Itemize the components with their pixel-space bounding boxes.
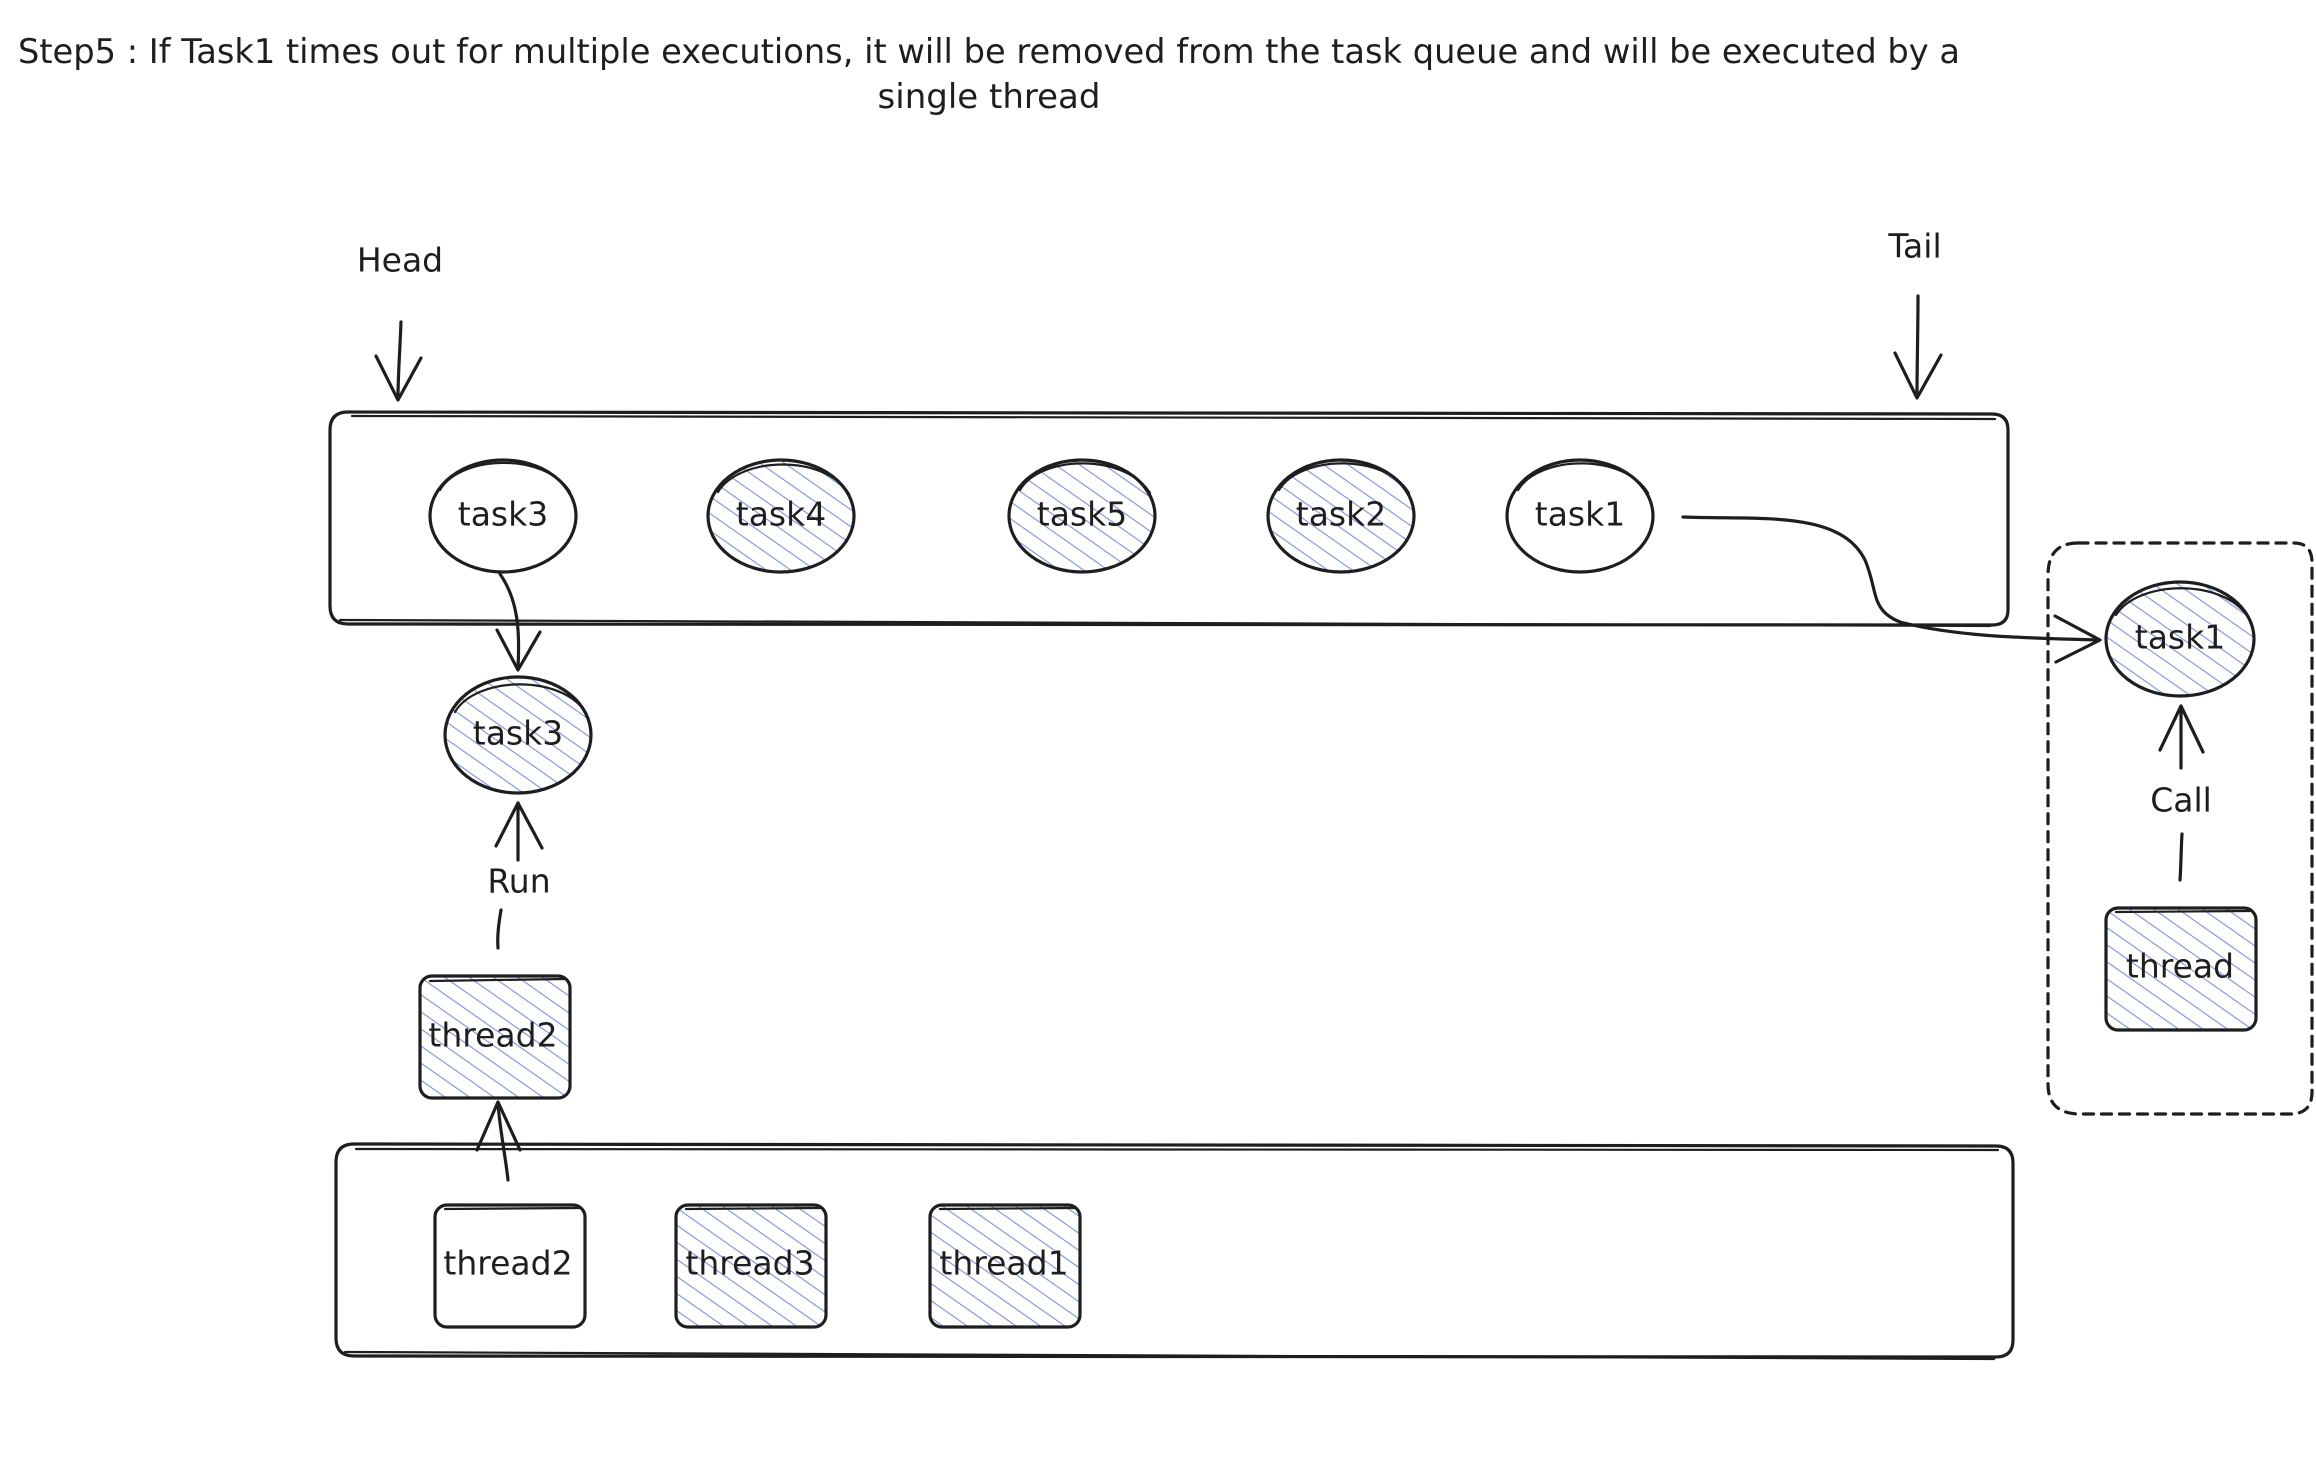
queue-task-5: task1 (1505, 458, 1655, 574)
dequeue-arrow (495, 572, 542, 672)
pool-thread-3-label: thread1 (939, 1244, 1068, 1283)
isolated-task: task1 (2104, 580, 2256, 698)
caption-line-2: single thread (878, 77, 1101, 117)
queue-task-4-label: task2 (1296, 495, 1386, 534)
head-label: Head (357, 241, 443, 280)
task-queue (328, 410, 2010, 628)
isolated-thread: thread (2104, 906, 2258, 1032)
tail-label: Tail (1887, 227, 1941, 266)
thread-pool (334, 1142, 2015, 1361)
running-task-label: task3 (473, 714, 563, 753)
isolated-execution-area (2046, 541, 2314, 1116)
call-arrow (2158, 704, 2205, 882)
running-thread: thread2 (418, 974, 572, 1100)
caption-line-1: Step5 : If Task1 times out for multiple … (18, 32, 1960, 72)
pool-thread-1: thread2 (433, 1203, 587, 1329)
queue-task-2-label: task4 (736, 495, 826, 534)
pool-thread-2: thread3 (674, 1203, 828, 1329)
queue-task-5-label: task1 (1535, 495, 1625, 534)
head-arrow (374, 320, 423, 402)
queue-task-1: task3 (428, 458, 578, 574)
queue-task-3: task5 (1007, 458, 1157, 574)
tail-arrow (1893, 294, 1943, 400)
running-task: task3 (443, 675, 593, 795)
pool-thread-3: thread1 (928, 1203, 1082, 1329)
call-label: Call (2150, 781, 2212, 820)
isolated-task-label: task1 (2135, 618, 2225, 657)
isolated-thread-label: thread (2126, 947, 2234, 986)
run-arrow (494, 801, 544, 950)
pool-thread-2-label: thread3 (685, 1244, 814, 1283)
queue-task-4: task2 (1266, 458, 1416, 574)
pool-thread-1-label: thread2 (443, 1244, 572, 1283)
queue-task-3-label: task5 (1037, 495, 1127, 534)
running-thread-label: thread2 (428, 1016, 557, 1055)
run-label: Run (487, 862, 550, 901)
queue-task-2: task4 (706, 458, 856, 574)
queue-task-1-label: task3 (458, 495, 548, 534)
remove-arrow (1681, 515, 2102, 664)
acquire-arrow (475, 1100, 522, 1182)
